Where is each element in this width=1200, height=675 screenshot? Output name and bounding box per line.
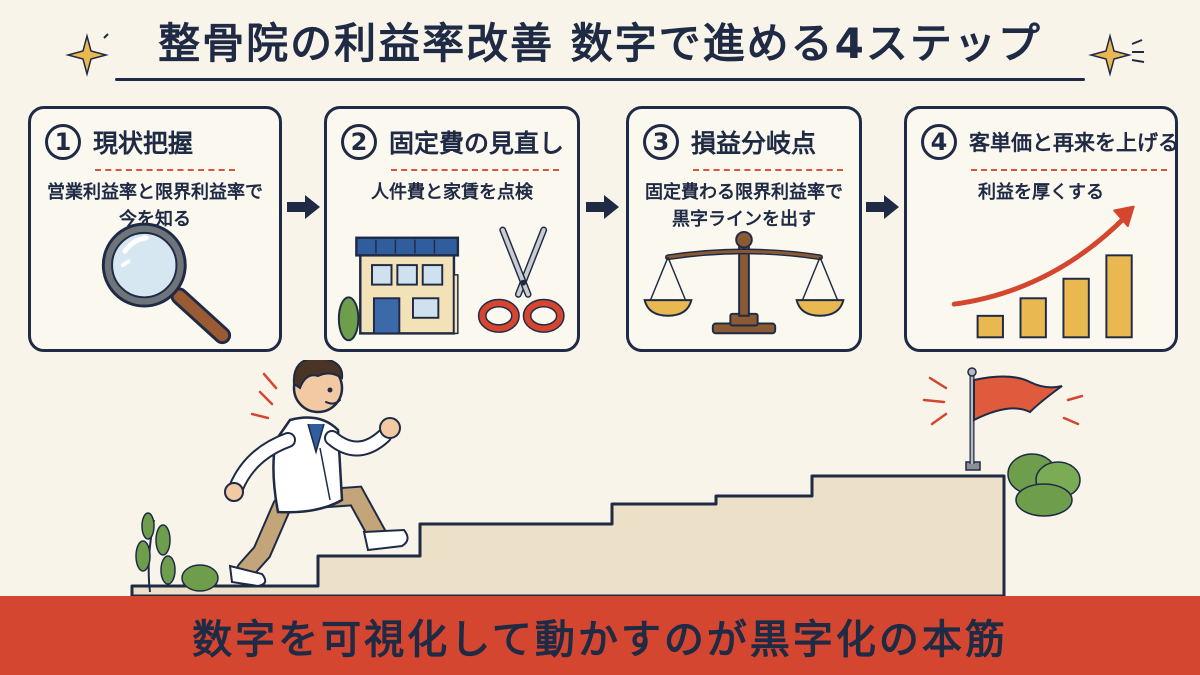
step-1-title: 現状把握: [93, 129, 194, 158]
sparkle-right-icon: [1088, 33, 1145, 77]
staircase-steps: [130, 474, 1006, 598]
step-3-divider: [693, 169, 843, 171]
building-and-scissors-icon: [337, 226, 565, 342]
step-3-number: 3: [643, 124, 679, 160]
growth-bar-chart-icon: [951, 205, 1135, 339]
plant-right-icon: [1007, 453, 1081, 517]
step-2-description: 人件費と家賃を点検: [371, 182, 533, 203]
step-2-number: 2: [341, 124, 377, 160]
bottom-message: 数字を可視化して動かすのが黒字化の本筋: [192, 616, 1008, 663]
step-3-description: 固定費わる限界利益率で 黒字ラインを出す: [645, 182, 843, 230]
step-card-2: 2 固定費の見直し 人件費と家賃を点検: [324, 106, 580, 352]
step-4-number: 4: [921, 124, 957, 160]
step-card-1: 1 現状把握 営業利益率と限界利益率で 今を知る: [28, 106, 282, 352]
balance-scale-icon: [643, 230, 845, 335]
staircase-illustration: [130, 360, 1084, 598]
step-4-description: 利益を厚くする: [978, 182, 1104, 203]
step-3-header: 3 損益分岐点: [629, 121, 859, 163]
step-4-divider: [971, 169, 1167, 171]
step-card-4: 4 客単価と再来を上げる 利益を厚くする: [904, 106, 1179, 352]
page-title: 整骨院の利益率改善 数字で進める4ステップ: [158, 19, 1042, 68]
step-2-title: 固定費の見直し: [389, 129, 565, 158]
step-1-number: 1: [45, 124, 81, 160]
plant-left-icon: [135, 512, 219, 593]
sparkle-left-icon: [65, 33, 109, 77]
step-2-header: 2 固定費の見直し: [327, 121, 577, 163]
magnifier-icon: [101, 222, 232, 345]
step-1-header: 1 現状把握: [31, 121, 279, 163]
step-card-3: 3 損益分岐点 固定費わる限界利益率で 黒字ラインを出す: [626, 106, 862, 352]
step-1-divider: [95, 169, 235, 171]
arrow-right-icon: [866, 195, 899, 219]
arrow-right-icon: [586, 195, 619, 219]
goal-flag-icon: [922, 367, 1084, 471]
step-4-header: 4 客単価と再来を上げる: [907, 121, 1179, 163]
title-underline: [115, 78, 1085, 81]
step-3-title: 損益分岐点: [691, 129, 817, 158]
arrow-right-icon: [287, 195, 320, 219]
step-4-title: 客単価と再来を上げる: [969, 131, 1179, 155]
step-2-divider: [391, 169, 559, 171]
bottom-banner: 数字を可視化して動かすのが黒字化の本筋: [0, 596, 1200, 675]
doctor-climbing-figure: [224, 360, 409, 588]
